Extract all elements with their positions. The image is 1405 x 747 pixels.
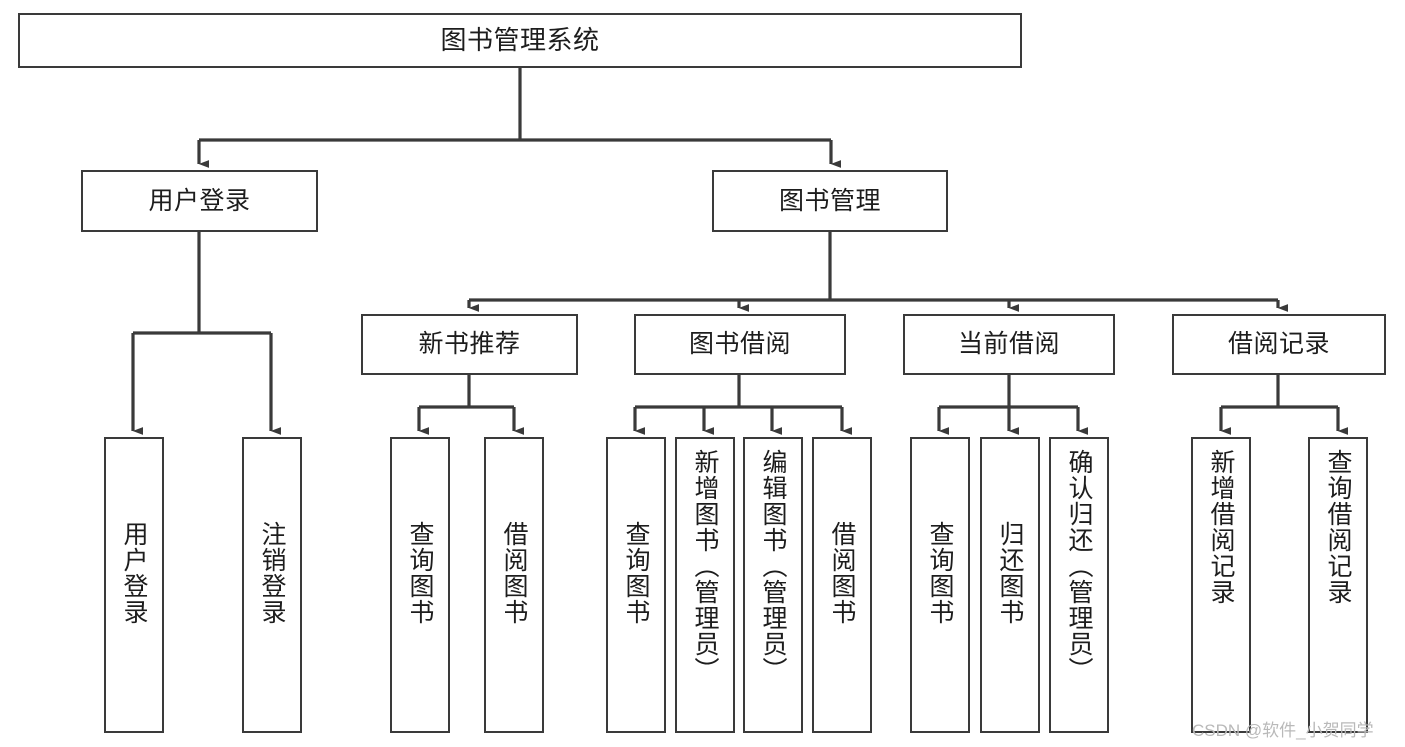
- node-new-book-recommend[interactable]: 新书推荐: [361, 314, 578, 375]
- node-label: 归还图书: [996, 521, 1024, 625]
- node-label: 当前借阅: [957, 330, 1060, 358]
- node-label: 借阅图书: [500, 521, 528, 625]
- csdn-watermark: CSDN @软件_小贺同学: [1192, 721, 1374, 740]
- node-label: 确认归还（管理员）: [1065, 449, 1093, 683]
- node-label: 查询图书: [926, 521, 954, 625]
- leaf-return-book[interactable]: 归还图书: [980, 437, 1040, 733]
- node-label: 图书借阅: [688, 330, 791, 358]
- node-root-book-management-system[interactable]: 图书管理系统: [18, 13, 1022, 68]
- node-borrow-record[interactable]: 借阅记录: [1172, 314, 1386, 375]
- node-label: 注销登录: [258, 521, 286, 625]
- node-label: 图书管理系统: [440, 25, 600, 56]
- leaf-query-borrow-record[interactable]: 查询借阅记录: [1308, 437, 1368, 733]
- node-label: 用户登录: [120, 521, 148, 625]
- edges-new-book-recommend: [417, 375, 525, 435]
- node-book-management[interactable]: 图书管理: [712, 170, 948, 232]
- leaf-query-book-borrow[interactable]: 查询图书: [606, 437, 666, 733]
- node-label: 编辑图书（管理员）: [759, 449, 787, 683]
- node-label: 新增图书（管理员）: [691, 449, 719, 683]
- node-label: 查询借阅记录: [1324, 449, 1352, 605]
- edges-book-borrow: [633, 375, 853, 435]
- leaf-logout-login[interactable]: 注销登录: [242, 437, 302, 733]
- node-label: 借阅图书: [828, 521, 856, 625]
- leaf-confirm-return-admin[interactable]: 确认归还（管理员）: [1049, 437, 1109, 733]
- leaf-add-borrow-record[interactable]: 新增借阅记录: [1191, 437, 1251, 733]
- leaf-query-book-current[interactable]: 查询图书: [910, 437, 970, 733]
- edges-book-manage: [467, 232, 1289, 312]
- leaf-edit-book-admin[interactable]: 编辑图书（管理员）: [743, 437, 803, 733]
- leaf-user-login[interactable]: 用户登录: [104, 437, 164, 733]
- node-label: 借阅记录: [1227, 330, 1330, 358]
- node-label: 图书管理: [778, 186, 881, 215]
- node-label: 查询图书: [406, 521, 434, 625]
- edges-root: [197, 68, 842, 168]
- node-book-borrow[interactable]: 图书借阅: [634, 314, 846, 375]
- node-label: 查询图书: [622, 521, 650, 625]
- edges-borrow-record: [1219, 375, 1349, 435]
- edges-user-login: [131, 232, 282, 435]
- leaf-borrow-book[interactable]: 借阅图书: [812, 437, 872, 733]
- node-label: 新书推荐: [418, 330, 521, 358]
- leaf-query-book-recommend[interactable]: 查询图书: [390, 437, 450, 733]
- leaf-add-book-admin[interactable]: 新增图书（管理员）: [675, 437, 735, 733]
- node-current-borrow[interactable]: 当前借阅: [903, 314, 1115, 375]
- node-label: 新增借阅记录: [1207, 449, 1235, 605]
- node-user-login[interactable]: 用户登录: [81, 170, 318, 232]
- edges-current-borrow: [937, 375, 1089, 435]
- node-label: 用户登录: [148, 186, 251, 215]
- leaf-borrow-book-recommend[interactable]: 借阅图书: [484, 437, 544, 733]
